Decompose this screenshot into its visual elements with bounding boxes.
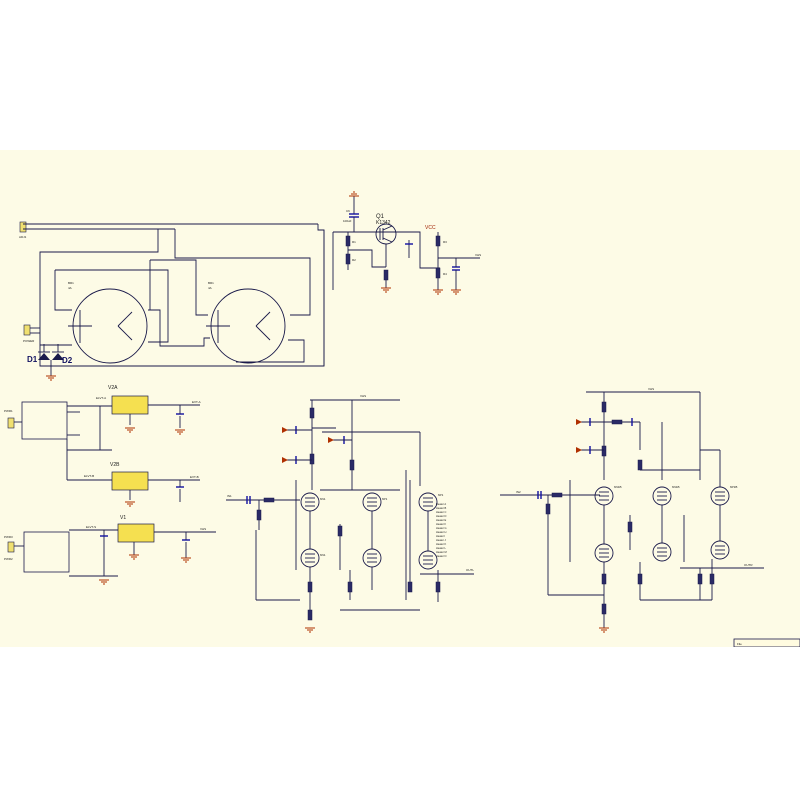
tube-v4 [362, 548, 382, 568]
bridge1-val: 4A [68, 286, 72, 290]
pin-list-7: Heater G [436, 526, 447, 530]
tube-r6 [710, 540, 730, 560]
tube-label-1: 6N1 [320, 497, 326, 501]
ground-icon [433, 289, 461, 295]
pin-list-1: Heater A [436, 502, 446, 506]
tube-label-3: 6P1 [382, 497, 388, 501]
schematic-sheet: ADJ1 BR1 4A BR1 4A [0, 150, 800, 647]
connector-adj1: ADJ1 [19, 221, 318, 239]
tube-v2: 6N1 [300, 548, 326, 568]
title-block: File [733, 638, 800, 647]
regulator-v2b: V2B EVT-B ELVT-B [66, 450, 200, 507]
pin-list-14: Heater N [436, 554, 447, 558]
ground-icon [125, 501, 135, 507]
pin-list-6: Heater F [436, 522, 447, 526]
tube-label-4: 6P1 [438, 493, 444, 497]
reg-connector-3: PWR3 [4, 535, 13, 539]
tube-v3: 6P1 [362, 492, 388, 512]
reg-v2b-in: ELVT-B [84, 474, 94, 478]
source-r4: R4 [443, 272, 447, 276]
reg-v1-ref: V1 [120, 515, 126, 521]
heater-pin-list: Heater A Heater B Heater C Heater D Heat… [436, 502, 447, 558]
tube-r2 [594, 543, 614, 563]
tube-v1: 6N1 [300, 492, 326, 512]
title-block-text: File [737, 642, 742, 646]
pin-list-10: Heater J [436, 538, 447, 542]
diode-d2-label: D2 [62, 356, 73, 365]
source-cap-ref: C6 [346, 209, 350, 213]
reg-connector-2: PWR2 [4, 557, 13, 561]
reg-v2a-ref: V2A [108, 385, 118, 391]
schematic-canvas: ADJ1 BR1 4A BR1 4A [4, 191, 800, 647]
tube-r4 [652, 542, 672, 562]
ground-icon [99, 554, 191, 585]
source-out-label: VHS [475, 253, 481, 257]
pin-list-12: Heater L [436, 546, 447, 550]
source-r2: R2 [352, 258, 356, 262]
tube-right-label-2: 6N1B [672, 485, 680, 489]
reg-v1-out: VHS [200, 527, 206, 531]
power-section: ADJ1 BR1 4A BR1 4A [19, 221, 325, 381]
diode-d1-label: D1 [27, 355, 38, 364]
source-r1: R1 [352, 240, 356, 244]
tube-r5: 6P1B [710, 485, 737, 506]
tube-right-label-3: 6P1B [730, 485, 737, 489]
connector-adj1-label: ADJ1 [19, 235, 27, 239]
tube-label-2: 6N1 [320, 553, 326, 557]
pin-list-5: Heater E [436, 518, 447, 522]
ground-icon [125, 427, 185, 435]
amp-left-output: OUTL [466, 568, 474, 572]
reg-v2b-out: EVT-B [190, 475, 199, 479]
source-section: C6 100uF R1 R2 Q1 K1342 [323, 191, 481, 366]
ground-icon [46, 375, 56, 381]
bridge-rectifier-1: BR1 4A [68, 281, 148, 364]
vcc-label: VCC [425, 225, 436, 231]
diodes: D1 D2 [27, 344, 73, 381]
pin-list-8: Heater H [436, 530, 447, 534]
bridge2-val: 4A [208, 286, 212, 290]
pin-list-11: Heater K [436, 542, 447, 546]
ground-icon [349, 191, 359, 197]
source-top-capacitor: C6 100uF [343, 191, 359, 232]
pin-list-2: Heater B [436, 506, 447, 510]
bridge2-ref: BR1 [208, 281, 214, 285]
mosfet-part: K1342 [376, 220, 391, 226]
bridge-rectifier-2: BR1 4A [206, 281, 286, 364]
mosfet-q1: Q1 K1342 [375, 214, 397, 245]
reg-v2b-ref: V2B [110, 462, 120, 468]
connector-power-label: POWER [23, 339, 35, 343]
tube-r3: 6N1B [652, 485, 680, 506]
pin-list-9: Heater I [436, 534, 446, 538]
pin-list-13: Heater M [436, 550, 447, 554]
bridge1-ref: BR1 [68, 281, 74, 285]
reg-v2a-in: ELVT-A [96, 396, 106, 400]
pin-list-4: Heater D [436, 514, 447, 518]
amp-right-input: IN2 [516, 490, 521, 494]
tube-right-label-1: 6N1B [614, 485, 622, 489]
ground-icon [381, 287, 391, 293]
amp-left-rail: VHS [360, 394, 366, 398]
ground-icon [599, 627, 609, 633]
source-r3: R3 [443, 240, 447, 244]
ground-icon [305, 627, 315, 633]
reg-v2a-out: EVT-A [192, 400, 201, 404]
connector-power: POWER [23, 324, 40, 343]
regulator-section: PWR1 ELVT-A V2A EVT-A V2 [4, 385, 216, 585]
source-cap-val: 100uF [343, 219, 352, 223]
reg-connector-1: PWR1 [4, 409, 13, 413]
tube-v6 [418, 550, 438, 570]
reg-v1-in: ELVT-S [86, 525, 96, 529]
amp-right-rail: VHS [648, 387, 654, 391]
mosfet-ref: Q1 [376, 214, 385, 220]
amplifier-left: VHS IN1 6N1 6N1 [226, 394, 474, 633]
amp-right-output: OUTR [744, 563, 753, 567]
amplifier-right: VHS IN2 6N1B [500, 387, 764, 633]
regulator-v1: PWR2 PWR3 ELVT-S V1 VHS [4, 515, 216, 585]
amp-left-input: IN1 [227, 494, 232, 498]
pin-list-3: Heater C [436, 510, 447, 514]
regulator-v2a: PWR1 ELVT-A V2A EVT-A [4, 385, 201, 451]
